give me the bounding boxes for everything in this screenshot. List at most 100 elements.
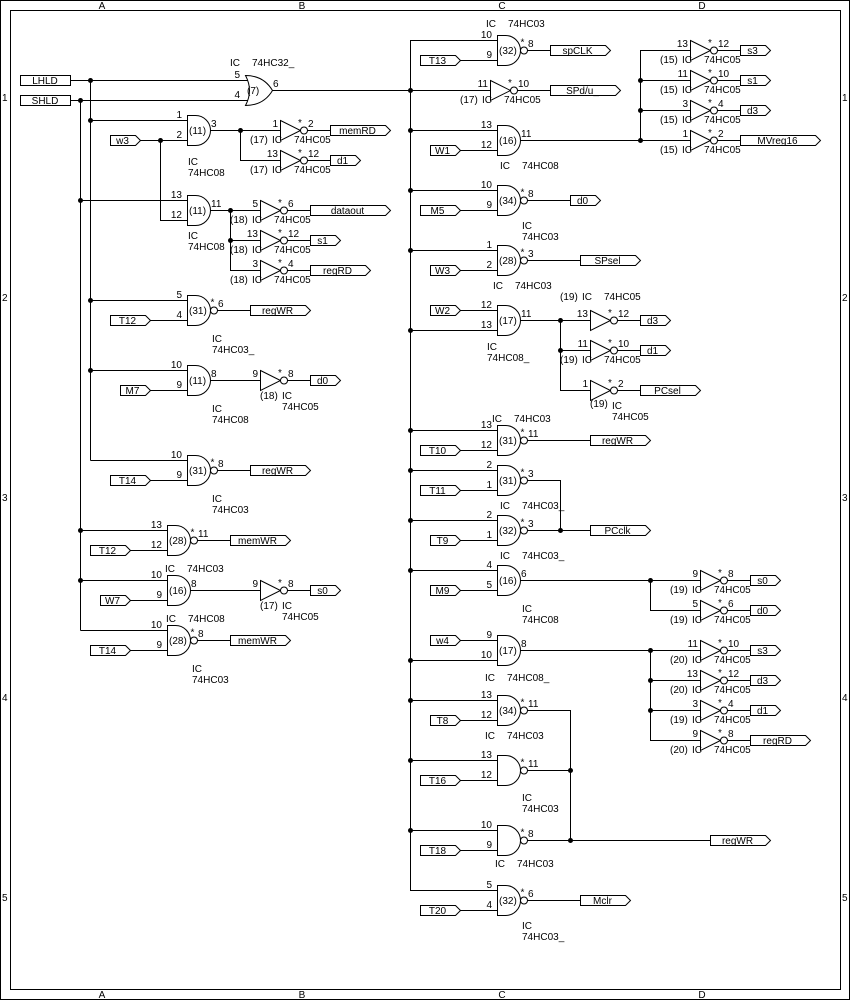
- ic-part-number: 74HC05: [714, 655, 751, 666]
- and-gate-body: [167, 575, 191, 606]
- port-label: w4: [435, 636, 449, 647]
- ic-prefix: IC: [188, 157, 198, 168]
- pin-number: 9: [156, 640, 162, 651]
- input-port-shape: [430, 635, 462, 646]
- output-port: d1: [640, 345, 672, 357]
- pin-number: 10: [481, 820, 493, 831]
- open-drain-marker: *: [718, 698, 722, 709]
- ic-prefix: IC: [230, 58, 240, 69]
- pin-number: 10: [171, 450, 183, 461]
- pin-number: 9: [252, 579, 258, 590]
- output-port: s0: [750, 575, 782, 587]
- junction-dot: [558, 348, 563, 353]
- pin-number: 13: [481, 120, 493, 131]
- input-port: w4: [430, 635, 462, 647]
- inner-border: [10, 10, 841, 990]
- open-drain-marker: *: [521, 188, 525, 199]
- pin-number: 1: [682, 129, 688, 140]
- gate-unit-number: (17): [260, 601, 278, 612]
- column-label: B: [299, 1, 306, 12]
- junctions: [78, 78, 653, 843]
- gate-unit-number: (11): [189, 376, 206, 387]
- output-port-shape: [740, 75, 772, 86]
- input-port: W7: [100, 595, 132, 607]
- ic-part-number: 74HC08: [188, 168, 225, 179]
- inverter-body: [260, 229, 282, 252]
- input-port: M5: [420, 205, 462, 217]
- open-drain-marker: *: [278, 198, 282, 209]
- port-label: regWR: [262, 306, 293, 317]
- wire: [527, 480, 561, 531]
- wire: [527, 710, 571, 841]
- output-port-shape: [330, 125, 392, 136]
- open-drain-marker: *: [521, 888, 525, 899]
- pin-number: 10: [151, 620, 163, 631]
- port-label: T12: [119, 316, 137, 327]
- pin-number: 13: [677, 39, 689, 50]
- ic-part-number: 74HC05: [294, 135, 331, 146]
- gate-unit-number: (28): [499, 256, 517, 267]
- port-label: T14: [119, 476, 137, 487]
- port-label: W7: [105, 596, 120, 607]
- inverter-body: [690, 69, 712, 92]
- ports: LHLDSHLDw3T12M7T14T12W7T14T13W1M5W3W2T10…: [20, 45, 822, 917]
- gate-unit-number: (19): [670, 715, 688, 726]
- open-drain-marker: *: [278, 368, 282, 379]
- output-port-shape: [740, 45, 772, 56]
- output-port: regWR: [590, 435, 652, 447]
- pin-number: 8: [528, 189, 534, 200]
- ic-prefix: IC: [500, 161, 510, 172]
- input-port-shape: [430, 305, 462, 316]
- ic-part-number: 74HC08: [522, 161, 559, 172]
- output-port-shape: [550, 45, 612, 56]
- pin-number: 1: [486, 530, 492, 541]
- pin-number: 5: [176, 290, 182, 301]
- output-port-shape: [250, 305, 312, 316]
- column-label: A: [99, 990, 106, 1000]
- output-port-shape: [550, 85, 622, 96]
- input-port: w3: [110, 135, 142, 147]
- output-port: Mclr: [580, 895, 632, 907]
- output-port-shape: [230, 535, 292, 546]
- pin-number: 13: [481, 690, 493, 701]
- inversion-bubble: [610, 316, 618, 325]
- input-port-shape: [420, 905, 462, 916]
- pin-number: 5: [486, 880, 492, 891]
- output-port: regWR: [250, 465, 312, 477]
- input-port: T10: [420, 445, 462, 457]
- column-label: C: [498, 990, 505, 1000]
- input-port-shape: [110, 315, 152, 326]
- gate-unit-number: (15): [660, 115, 678, 126]
- ic-prefix: IC: [692, 715, 702, 726]
- pin-number: 10: [481, 180, 493, 191]
- port-label: SPd/u_: [566, 86, 599, 97]
- pin-number: 8: [288, 579, 294, 590]
- output-port-shape: [740, 105, 772, 116]
- output-port: d0: [750, 605, 782, 617]
- pin-number: 13: [481, 750, 493, 761]
- port-label: W2: [435, 306, 450, 317]
- output-port-shape: [750, 675, 782, 686]
- pin-number: 1: [582, 379, 588, 390]
- pin-number: 12: [481, 440, 493, 451]
- pin-number: 12: [728, 669, 740, 680]
- row-label: 4: [842, 693, 848, 704]
- input-port-shape: [430, 265, 462, 276]
- and-gate-body: [187, 115, 211, 146]
- pin-number: 9: [156, 590, 162, 601]
- ic-prefix: IC: [500, 501, 510, 512]
- output-port: s1: [740, 75, 772, 87]
- ic-part-number: 74HC03_: [522, 501, 565, 512]
